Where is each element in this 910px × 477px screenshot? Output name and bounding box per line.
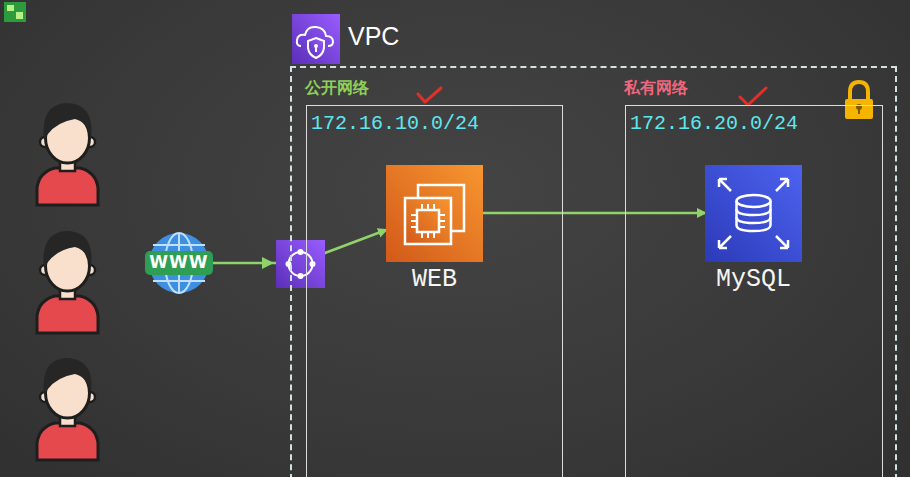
cidr-label: 172.16.20.0/24 (630, 112, 798, 135)
public-subnet: 公开网络172.16.10.0/24WEB (307, 106, 562, 477)
check-mark (418, 88, 441, 102)
corner-badge (7, 5, 14, 11)
user-figure (37, 358, 98, 460)
compute-icon (417, 210, 439, 232)
compute-icon (405, 198, 451, 244)
cidr-label: 172.16.10.0/24 (311, 112, 479, 135)
server-label: WEB (386, 265, 483, 294)
lock-icon (845, 82, 873, 119)
database-icon (737, 209, 771, 223)
lock-icon (845, 99, 873, 119)
vpc-icon (308, 38, 324, 58)
globe-icon (153, 280, 205, 282)
compute-icon (386, 165, 483, 262)
user-figure (37, 231, 98, 333)
globe-icon (153, 244, 205, 246)
vpc-heading: VPC (348, 22, 399, 51)
gateway-icon (286, 261, 292, 267)
vpc-icon (292, 14, 340, 64)
corner-badge (16, 12, 23, 19)
globe-icon (145, 251, 213, 275)
check-mark (740, 88, 766, 105)
compute-icon (386, 165, 483, 262)
private-subnet: 私有网络172.16.20.0/24MySQL (626, 106, 882, 477)
corner-badge (4, 2, 26, 22)
subnet-heading: 私有网络 (624, 78, 688, 99)
database-server: MySQL (705, 165, 802, 297)
globe-label: WWW (145, 252, 213, 272)
database-icon (737, 195, 771, 207)
gateway-icon (298, 273, 304, 279)
database-icon (705, 165, 802, 262)
vpc-boundary: VPC公开网络172.16.10.0/24WEB私有网络172.16.20.0/… (292, 68, 895, 477)
database-icon (737, 201, 771, 231)
arrow-head (262, 257, 274, 269)
internet-globe: WWW (145, 231, 213, 295)
gateway-icon (298, 249, 304, 255)
database-icon (719, 179, 788, 248)
gateway-icon (276, 240, 325, 288)
corner-badge (4, 2, 26, 22)
gateway-icon (276, 240, 325, 288)
database-label: MySQL (705, 265, 802, 294)
web-server: WEB (386, 165, 483, 297)
subnet-heading: 公开网络 (305, 78, 369, 99)
lock-icon (858, 108, 860, 114)
lock-icon (850, 82, 868, 100)
user-figure (37, 103, 98, 205)
flow-arrow (483, 212, 705, 215)
vpc-icon (292, 14, 340, 64)
gateway-icon (289, 252, 313, 276)
gateway-icon (310, 261, 316, 267)
database-icon (705, 165, 802, 262)
compute-icon (411, 204, 445, 238)
vpc-icon (315, 47, 317, 52)
